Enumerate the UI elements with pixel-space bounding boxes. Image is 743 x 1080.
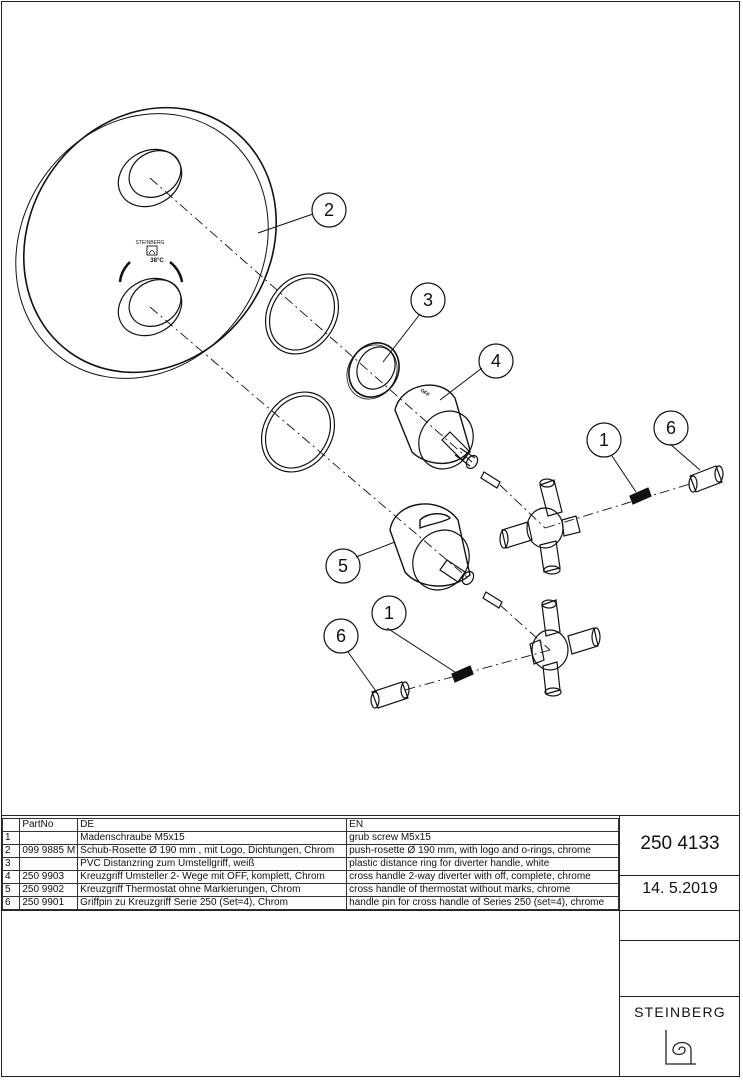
tb-table-bottom-line (1, 910, 620, 911)
table-row: 4 250 9903 Kreuzgriff Umsteller 2- Wege … (1, 870, 619, 884)
cell-de: Kreuzgriff Umsteller 2- Wege mit OFF, ko… (77, 870, 348, 884)
cell-en: cross handle of thermostat without marks… (346, 883, 619, 897)
callout-1b: 1 (384, 603, 394, 623)
cell-partno: 250 9902 (19, 883, 79, 897)
callout-6a: 6 (666, 418, 676, 438)
cell-en: cross handle 2-way diverter with off, co… (346, 870, 619, 884)
callout-leaders (257, 213, 701, 695)
parts-table: PartNo DE EN 1 Madenschraube M5x15 grub … (1, 818, 619, 910)
tb-top-line (1, 815, 740, 817)
cell-en: handle pin for cross handle of Series 25… (346, 896, 619, 910)
tb-line-b (619, 910, 740, 911)
callout-5-circle (325, 548, 361, 584)
rosette-temperature: 38°C (150, 258, 164, 264)
cell-pos: 1 (1, 831, 21, 845)
cell-de: Madenschraube M5x15 (77, 831, 348, 845)
cell-de: Kreuzgriff Thermostat ohne Markierungen,… (77, 883, 348, 897)
cell-partno: 250 9901 (19, 896, 79, 910)
cell-partno: 099 9885 M (19, 844, 79, 858)
callout-2: 2 (324, 200, 334, 220)
table-row: 3 PVC Distanzring zum Umstellgriff, weiß… (1, 857, 619, 871)
cell-de: Schub-Rosette Ø 190 mm , mit Logo, Dicht… (77, 844, 348, 858)
cell-de: Griffpin zu Kreuzgriff Serie 250 (Set=4)… (77, 896, 348, 910)
distance-ring (346, 342, 400, 400)
cell-pos: 5 (1, 883, 21, 897)
o-ring-upper (264, 273, 340, 355)
header-partno: PartNo (19, 818, 79, 832)
cell-partno (19, 831, 79, 845)
grub-screw-upper (629, 487, 652, 505)
cross-handle-upper (499, 478, 581, 575)
thermostat-handle-body (389, 503, 475, 591)
o-ring-lower (260, 391, 336, 473)
cell-pos: 2 (1, 844, 21, 858)
callout-6b: 6 (336, 626, 346, 646)
cell-en: plastic distance ring for diverter handl… (346, 857, 619, 871)
callout-1b-circle (371, 595, 407, 631)
axis-lines (149, 177, 691, 691)
parts-table-header: PartNo DE EN (1, 818, 619, 832)
tb-line-d (619, 996, 740, 997)
callout-3: 3 (423, 290, 433, 310)
cell-partno: 250 9903 (19, 870, 79, 884)
rosette-brand: STEINBERG (136, 240, 165, 246)
table-row: 1 Madenschraube M5x15 grub screw M5x15 (1, 831, 619, 845)
callout-4-circle (478, 343, 514, 379)
callout-1a-circle (586, 422, 622, 458)
header-de: DE (77, 818, 348, 832)
document-date: 14. 5.2019 (642, 880, 718, 897)
header-pos (1, 818, 21, 832)
brand-name: STEINBERG (634, 1004, 726, 1020)
handle-pin-upper (688, 465, 724, 493)
cross-handle-lower (529, 599, 601, 697)
callout-1a: 1 (599, 430, 609, 450)
tb-line-c (619, 940, 740, 941)
table-row: 6 250 9901 Griffpin zu Kreuzgriff Serie … (1, 896, 619, 910)
small-pins (480, 471, 503, 609)
rosette-plate (15, 106, 278, 379)
tb-vertical-line (619, 815, 621, 1077)
table-row: 2 099 9885 M Schub-Rosette Ø 190 mm , mi… (1, 844, 619, 858)
rosette-logo-icon (146, 245, 158, 256)
cell-de: PVC Distanzring zum Umstellgriff, weiß (77, 857, 348, 871)
header-en: EN (346, 818, 619, 832)
steinberg-logo-icon (665, 1030, 696, 1065)
cell-partno (19, 857, 79, 871)
callout-3-circle (410, 282, 446, 318)
cell-pos: 3 (1, 857, 21, 871)
callout-5: 5 (338, 556, 348, 576)
exploded-view-drawing: 2 3 4 5 1 6 1 6 STEINBERG 38°C OFF (15, 106, 724, 709)
diverter-off-mark: OFF (419, 388, 431, 399)
cell-en: grub screw M5x15 (346, 831, 619, 845)
cell-en: push-rosette Ø 190 mm, with logo and o-r… (346, 844, 619, 858)
diverter-handle-body (394, 384, 479, 470)
handle-pin-lower (370, 681, 410, 709)
cell-pos: 6 (1, 896, 21, 910)
tb-line-a (619, 875, 740, 876)
callout-2-circle (311, 192, 347, 228)
document-number: 250 4133 (640, 833, 720, 854)
callout-4: 4 (491, 351, 501, 371)
grub-screw-lower (451, 665, 474, 683)
table-row: 5 250 9902 Kreuzgriff Thermostat ohne Ma… (1, 883, 619, 897)
callout-6a-circle (653, 410, 689, 446)
cell-pos: 4 (1, 870, 21, 884)
callout-6b-circle (323, 618, 359, 654)
